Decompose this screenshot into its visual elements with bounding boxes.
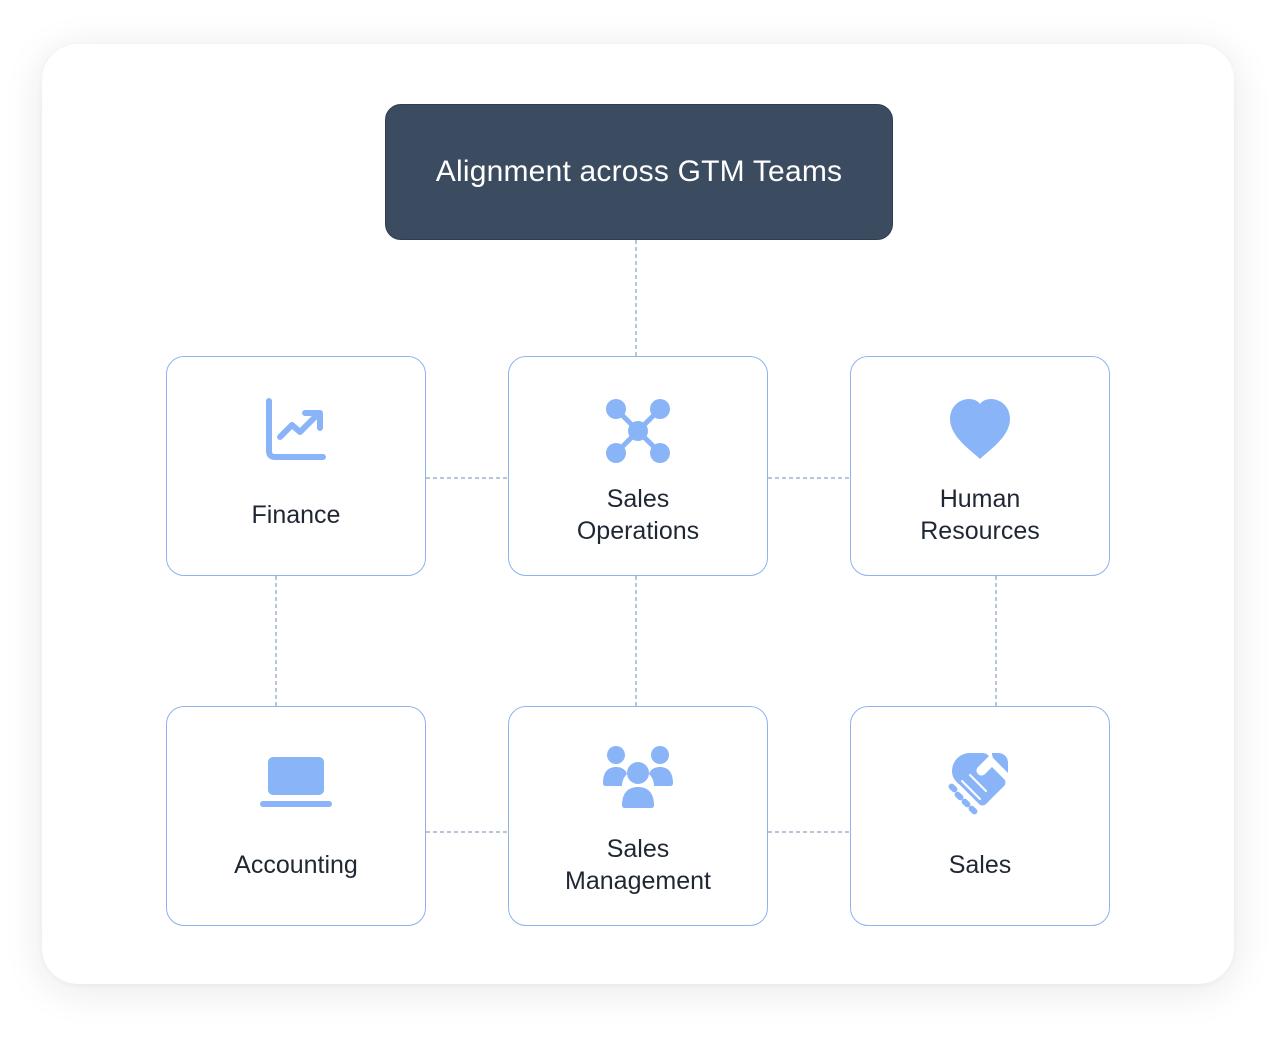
network-nodes-icon — [600, 393, 676, 469]
title-node: Alignment across GTM Teams — [385, 104, 893, 240]
group-people-icon — [600, 743, 676, 819]
team-box-sales: Sales — [850, 706, 1110, 926]
laptop-icon — [258, 743, 334, 819]
team-label-accounting: Accounting — [234, 851, 358, 879]
team-label-human-resources: Human Resources — [920, 485, 1040, 545]
title-node-label: Alignment across GTM Teams — [435, 155, 843, 188]
team-label-sales-management: Sales Management — [565, 835, 711, 895]
heart-icon — [942, 393, 1018, 469]
team-box-sales-operations: Sales Operations — [508, 356, 768, 576]
trending-up-chart-icon — [258, 393, 334, 469]
team-box-sales-management: Sales Management — [508, 706, 768, 926]
team-box-accounting: Accounting — [166, 706, 426, 926]
handshake-icon — [942, 743, 1018, 819]
team-box-finance: Finance — [166, 356, 426, 576]
team-label-finance: Finance — [251, 501, 341, 529]
team-label-sales: Sales — [948, 851, 1012, 879]
team-label-sales-operations: Sales Operations — [576, 485, 700, 545]
team-box-human-resources: Human Resources — [850, 356, 1110, 576]
